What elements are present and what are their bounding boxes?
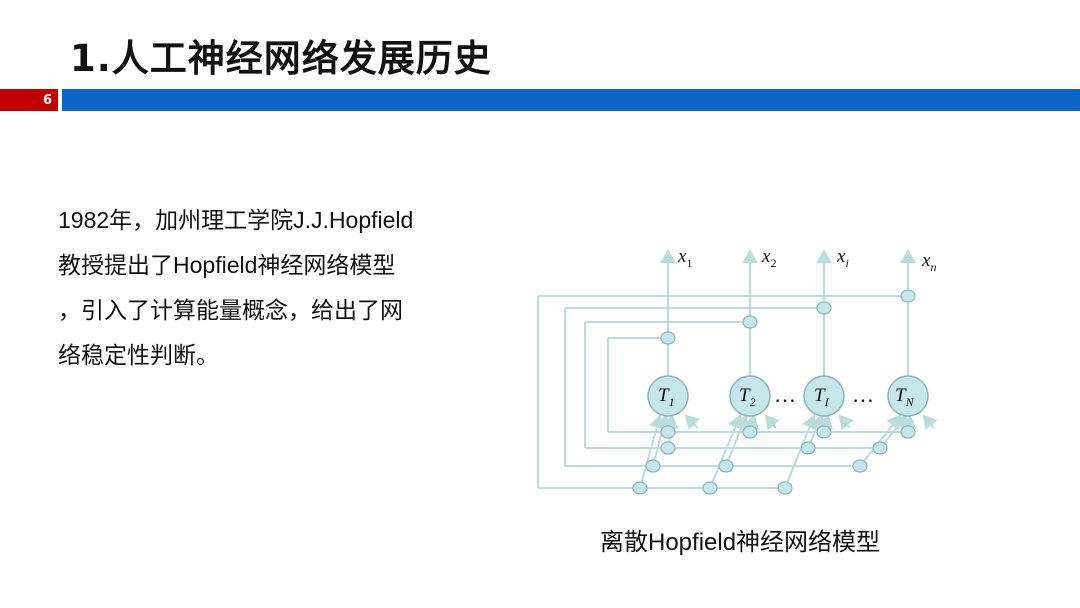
body-line: 1982年，加州理工学院J.J.Hopfield: [58, 207, 414, 233]
svg-text:xn: xn: [921, 250, 936, 274]
slide-title: 1.人工神经网络发展历史: [70, 37, 492, 80]
body-paragraph: 1982年，加州理工学院J.J.Hopfield 教授提出了Hopfield神经…: [58, 198, 498, 378]
svg-text:x1: x1: [677, 246, 692, 270]
svg-text:xi: xi: [836, 246, 849, 270]
body-line: 教授提出了Hopfield神经网络模型: [58, 252, 396, 278]
page-number: 6: [0, 89, 58, 111]
title-bar: [62, 89, 1080, 111]
svg-text:…: …: [774, 382, 796, 407]
hopfield-network-diagram: T1 T2 TI TN x1 x2 xi xn … …: [537, 246, 938, 495]
svg-text:…: …: [852, 382, 874, 407]
svg-text:x2: x2: [761, 246, 776, 270]
body-line: 络稳定性判断。: [58, 342, 219, 368]
figure-caption: 离散Hopfield神经网络模型: [600, 529, 881, 556]
body-line: ，引入了计算能量概念，给出了网: [58, 297, 403, 323]
